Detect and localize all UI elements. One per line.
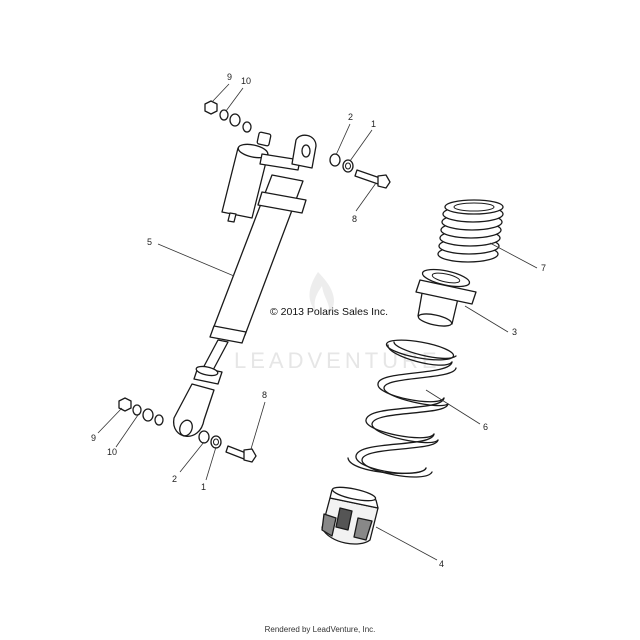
seat-rib-right [353, 517, 373, 541]
callout-3: 3 [512, 327, 517, 337]
bolt-8-top-head [377, 174, 391, 189]
retainer-top-hole [431, 272, 461, 284]
seat-slot [335, 507, 353, 531]
bolt-head-9-top [204, 100, 218, 115]
reservoir-valve [227, 212, 237, 223]
lower-spring-seat [321, 486, 379, 545]
callout-8-top: 8 [352, 214, 357, 224]
leader-4 [375, 526, 438, 561]
callout-5: 5 [147, 237, 152, 247]
top-right-hardware [329, 153, 391, 189]
callout-10-top: 10 [241, 76, 251, 86]
callout-7: 7 [541, 263, 546, 273]
watermark-text: LEADVENTURE [234, 348, 441, 373]
retainer-flange [415, 279, 477, 305]
top-eyelet-hole [301, 144, 311, 158]
spring-pack-top-hole [453, 202, 495, 212]
washer-10-bottom [132, 404, 142, 416]
callout-9-bottom: 9 [91, 433, 96, 443]
leader-9-bottom [97, 407, 123, 434]
spring-pack [437, 199, 504, 263]
copyright-text: © 2013 Polaris Sales Inc. [270, 306, 388, 318]
reservoir-nub [256, 131, 272, 147]
coil-outer-1 [393, 341, 457, 360]
shock-upper-collar [257, 191, 307, 214]
washer-10-top [219, 109, 229, 121]
washer-2-top [329, 153, 341, 167]
seat-rib [321, 513, 337, 537]
spacer-1-bottom-inner [213, 438, 219, 446]
nut-bottom [142, 408, 154, 422]
bolt-8-top-shank [354, 169, 381, 185]
washer-top-outer [242, 121, 252, 133]
coil-outer-3 [371, 403, 449, 444]
bottom-left-hardware [118, 397, 164, 426]
leader-8-top [355, 182, 377, 212]
coil-turn-2 [377, 361, 453, 403]
spacer-1-top-inner [345, 162, 351, 170]
washer-bottom-outer [154, 414, 164, 426]
retainer-bottom [417, 313, 453, 327]
bottom-right-hardware [198, 430, 257, 463]
leader-6 [425, 389, 481, 425]
leader-8-bottom [250, 401, 266, 450]
callout-4: 4 [439, 559, 444, 569]
coil-1 [385, 339, 455, 361]
shaft-collar [195, 365, 219, 377]
seat-top [331, 486, 377, 502]
spacer-1-top [342, 159, 354, 173]
bolt-head-9-bottom [118, 397, 132, 412]
leader-7 [489, 242, 538, 269]
callout-8-bottom: 8 [262, 390, 267, 400]
leader-1-top [349, 129, 373, 162]
callout-2-bottom: 2 [172, 474, 177, 484]
washer-2-bottom [198, 430, 210, 444]
leader-3 [464, 305, 509, 333]
leader-5 [157, 243, 235, 277]
leader-10-bottom [115, 414, 139, 448]
leader-2-bottom [179, 441, 205, 473]
leader-lines [97, 83, 538, 561]
spring-retainer [415, 268, 477, 327]
bolt-8-bottom-shank [225, 445, 247, 460]
spacer-1-bottom [210, 435, 222, 449]
reservoir-bridge [259, 153, 301, 171]
reservoir-cap [237, 143, 269, 159]
coil-turn-5 [347, 457, 427, 475]
callout-2-top: 2 [348, 112, 353, 122]
spring-pack-ring-top [444, 199, 504, 215]
coil-turn-1 [387, 344, 453, 366]
top-mount-hardware [204, 100, 252, 133]
coil-outer-4 [361, 439, 439, 478]
bottom-eyelet-hole [179, 419, 193, 437]
footer-credit: Rendered by LeadVenture, Inc. [264, 625, 376, 634]
bolt-8-bottom-head [243, 448, 257, 463]
shock-absorber [173, 131, 317, 437]
leadventure-watermark: LEADVENTURE [234, 272, 441, 373]
leader-2-top [335, 123, 351, 156]
flame-logo-icon [309, 272, 334, 316]
coil-spring [347, 339, 457, 478]
callout-10-bottom: 10 [107, 447, 117, 457]
coil-turn-4 [355, 433, 435, 474]
callouts: 9 10 2 1 8 5 7 3 6 4 9 10 2 1 8 [91, 72, 546, 569]
nut-top [229, 113, 241, 127]
callout-1-bottom: 1 [201, 482, 206, 492]
callout-6: 6 [483, 422, 488, 432]
coil-outer-2 [383, 367, 457, 407]
leader-10-top [225, 87, 244, 112]
coil-turn-3 [365, 397, 445, 439]
shock-lower-cap [209, 325, 247, 344]
callout-1-top: 1 [371, 119, 376, 129]
leader-1-bottom [205, 446, 217, 481]
leader-9-top [211, 83, 230, 103]
callout-9-top: 9 [227, 72, 232, 82]
